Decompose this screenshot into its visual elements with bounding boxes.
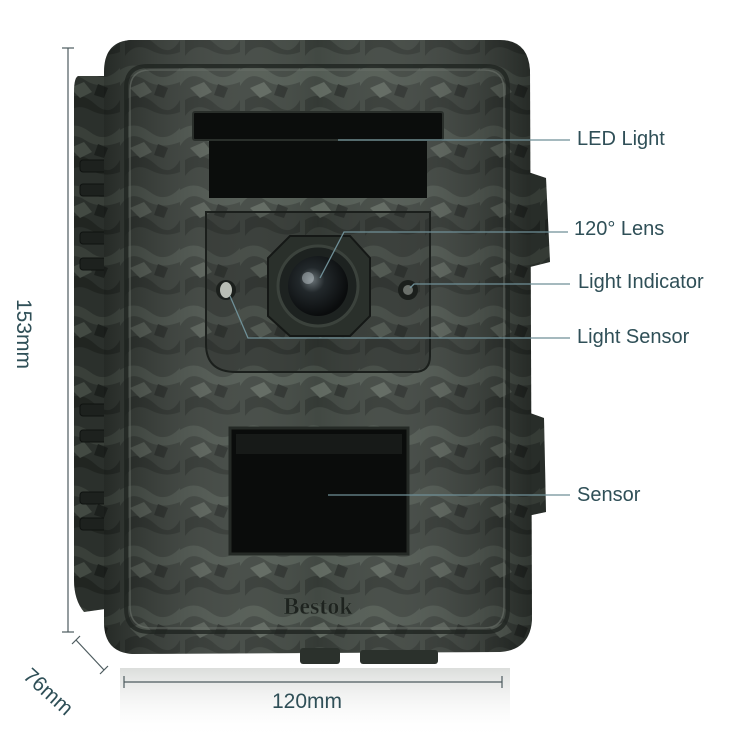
width-dimension-label: 120mm [272, 690, 343, 713]
leader-lines [229, 139, 570, 496]
lens-assembly [267, 235, 371, 337]
leader-light-sensor [229, 295, 570, 339]
callout-sensor: Sensor [577, 484, 641, 506]
pir-sensor-window [228, 426, 410, 556]
brand-logo: Bestok [283, 594, 353, 620]
light-indicator-dot [398, 280, 418, 300]
callout-led-light: LED Light [577, 128, 665, 150]
leader-indicator [409, 283, 570, 289]
callout-light-sensor: Light Sensor [577, 326, 690, 348]
leader-lens [319, 231, 568, 279]
callout-lens: 120° Lens [574, 218, 665, 240]
height-dimension-label: 153mm [12, 298, 36, 370]
light-sensor-dot [216, 280, 236, 300]
callout-light-indicator: Light Indicator [578, 271, 704, 293]
led-panel [192, 111, 444, 198]
floor-reflection [120, 668, 510, 738]
dimension-lines [62, 47, 503, 688]
bottom-feet [300, 648, 438, 664]
depth-dim-line [75, 639, 105, 671]
